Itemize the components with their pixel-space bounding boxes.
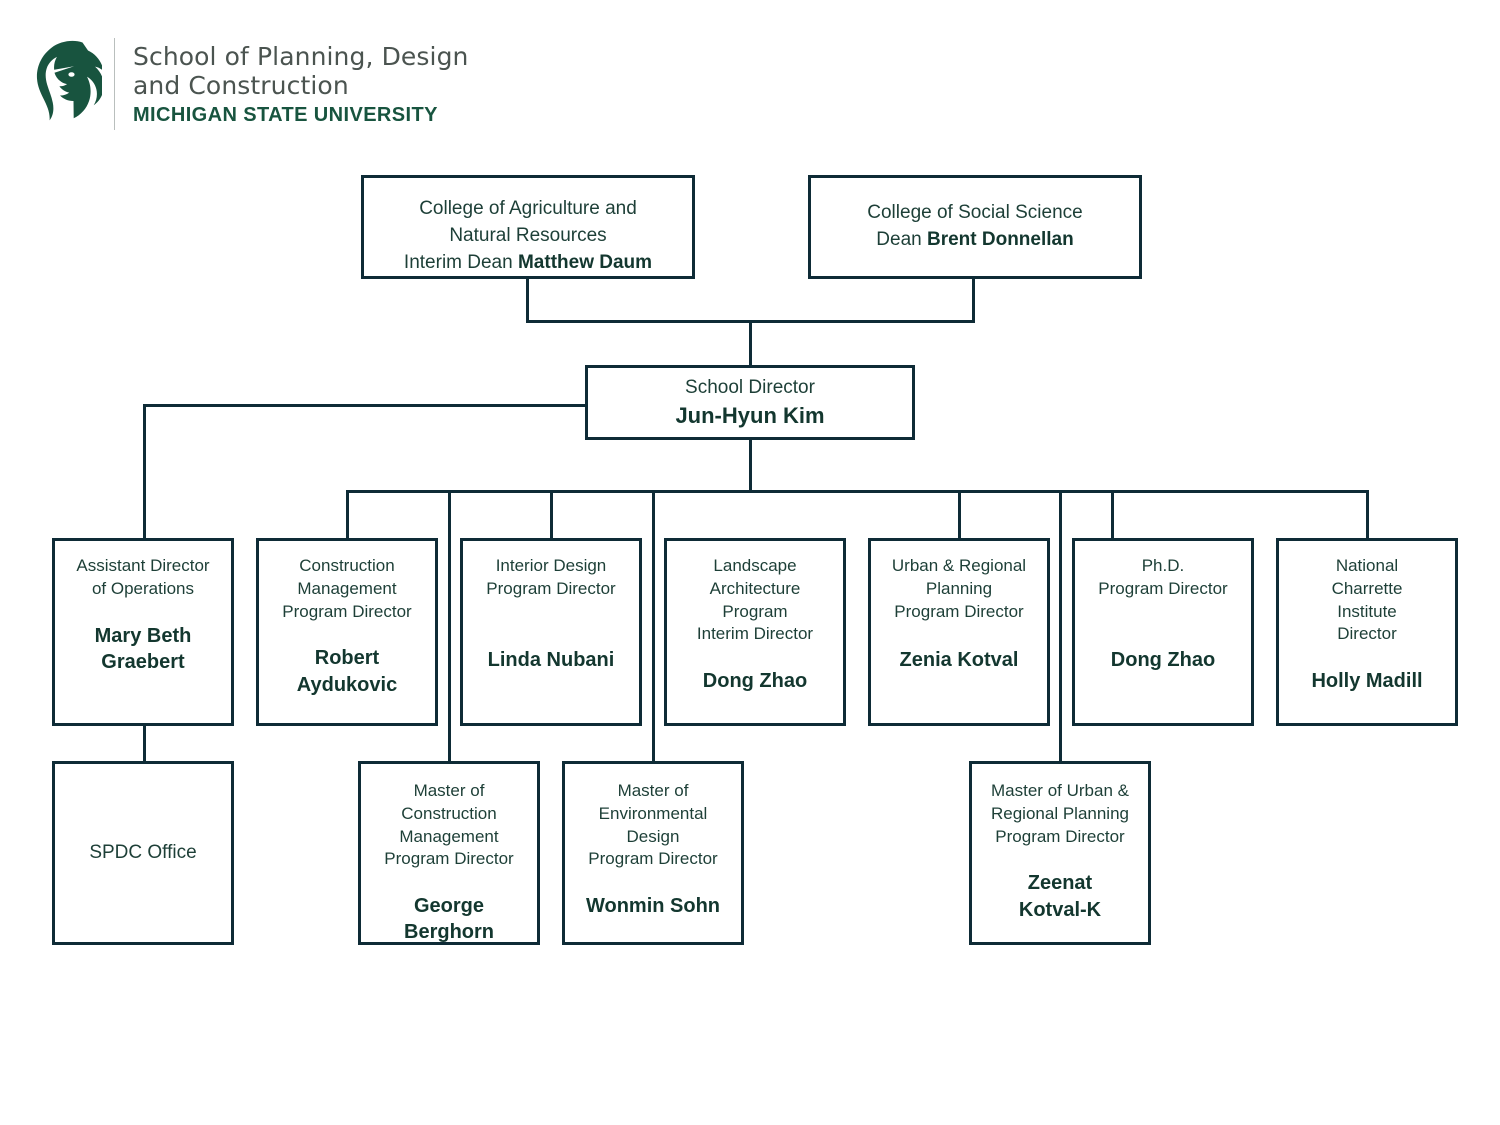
node-title: Master of Environmental Design Program D… bbox=[588, 781, 718, 869]
spartan-helmet-icon bbox=[28, 38, 104, 130]
node-role-prefix: Interim Dean bbox=[403, 251, 513, 273]
edge-drop-construction-mgmt bbox=[346, 490, 349, 538]
msu-spdc-logo: School of Planning, Design and Construct… bbox=[28, 34, 469, 134]
node-title: School Director bbox=[685, 376, 815, 398]
node-master-of-urban-regional-planning-program-director[interactable]: Master of Urban & Regional Planning Prog… bbox=[969, 761, 1151, 945]
node-title: Interior Design Program Director bbox=[486, 556, 616, 598]
node-person-name: Holly Madill bbox=[1311, 670, 1423, 693]
node-title: National Charrette Institute Director bbox=[1331, 556, 1403, 644]
edge-assistant-director-drop bbox=[143, 404, 146, 538]
node-title: Landscape Architecture Program Interim D… bbox=[696, 556, 814, 644]
logo-line-2: and Construction bbox=[133, 71, 349, 100]
edge-director-left bbox=[143, 404, 589, 407]
node-person-name: Linda Nubani bbox=[487, 648, 615, 671]
node-title: College of Social Science bbox=[867, 202, 1083, 224]
node-title: SPDC Office bbox=[89, 842, 197, 864]
edge-drop-interior-design bbox=[550, 490, 553, 538]
node-assistant-director-of-operations[interactable]: Assistant Director of Operations Mary Be… bbox=[52, 538, 234, 726]
edge-css-down bbox=[972, 278, 975, 323]
logo-wordmark: School of Planning, Design and Construct… bbox=[133, 42, 469, 127]
node-role-prefix: Dean bbox=[876, 229, 922, 250]
node-person-name: Dong Zhao bbox=[702, 670, 808, 693]
edge-to-director bbox=[749, 320, 752, 365]
node-title: Master of Urban & Regional Planning Prog… bbox=[991, 781, 1129, 846]
edge-drop-urban-regional bbox=[958, 490, 961, 538]
node-urban-regional-planning-program-director[interactable]: Urban & Regional Planning Program Direct… bbox=[868, 538, 1050, 726]
node-title: Urban & Regional Planning Program Direct… bbox=[891, 556, 1027, 621]
node-title: Assistant Director of Operations bbox=[76, 556, 210, 598]
edge-programs-bus bbox=[347, 490, 1369, 493]
logo-university-name: MICHIGAN STATE UNIVERSITY bbox=[133, 103, 438, 126]
node-person-name: Zeenat Kotval-K bbox=[1018, 872, 1102, 921]
node-person-line: Dean Brent Donnellan bbox=[876, 227, 1073, 254]
node-title: Construction Management Program Director bbox=[282, 556, 412, 621]
node-college-agriculture-natural-resources[interactable]: College of Agriculture and Natural Resou… bbox=[361, 175, 695, 279]
node-landscape-architecture-interim-director[interactable]: Landscape Architecture Program Interim D… bbox=[664, 538, 846, 726]
node-person-name: Brent Donnellan bbox=[926, 229, 1074, 250]
edge-drop-master-urban-planning bbox=[1059, 490, 1062, 761]
node-interior-design-program-director[interactable]: Interior Design Program Director Linda N… bbox=[460, 538, 642, 726]
node-college-social-science[interactable]: College of Social Science Dean Brent Don… bbox=[808, 175, 1142, 279]
node-spdc-office[interactable]: SPDC Office bbox=[52, 761, 234, 945]
node-person-name: Matthew Daum bbox=[517, 251, 653, 273]
edge-drop-master-construction bbox=[448, 490, 451, 761]
logo-divider bbox=[114, 38, 115, 130]
edge-assistant-to-spdc bbox=[143, 726, 146, 761]
node-person-name: George Berghorn bbox=[404, 895, 494, 944]
edge-canr-down bbox=[526, 278, 529, 323]
node-person-name: Dong Zhao bbox=[1110, 648, 1216, 671]
node-title: Master of Construction Management Progra… bbox=[384, 781, 514, 869]
node-person-name: Mary Beth Graebert bbox=[94, 624, 192, 673]
node-national-charrette-institute-director[interactable]: National Charrette Institute Director Ho… bbox=[1276, 538, 1458, 726]
edge-drop-phd bbox=[1111, 490, 1114, 538]
node-person-name: Jun-Hyun Kim bbox=[675, 403, 825, 429]
node-phd-program-director[interactable]: Ph.D. Program Director Dong Zhao bbox=[1072, 538, 1254, 726]
node-title: College of Agriculture and Natural Resou… bbox=[419, 198, 637, 246]
node-person-name: Robert Aydukovic bbox=[296, 647, 398, 696]
node-title: Ph.D. Program Director bbox=[1098, 556, 1228, 598]
node-person-name: Wonmin Sohn bbox=[585, 895, 721, 918]
edge-drop-master-env-design bbox=[652, 490, 655, 761]
node-person-line: Interim Dean Matthew Daum bbox=[404, 250, 652, 277]
node-school-director[interactable]: School Director Jun-Hyun Kim bbox=[585, 365, 915, 440]
node-construction-management-program-director[interactable]: Construction Management Program Director… bbox=[256, 538, 438, 726]
node-master-of-construction-management-program-director[interactable]: Master of Construction Management Progra… bbox=[358, 761, 540, 945]
logo-line-1: School of Planning, Design bbox=[133, 41, 469, 71]
node-master-of-environmental-design-program-director[interactable]: Master of Environmental Design Program D… bbox=[562, 761, 744, 945]
edge-director-down bbox=[749, 440, 752, 492]
node-person-name: Zenia Kotval bbox=[899, 649, 1019, 672]
edge-drop-national-charrette bbox=[1366, 490, 1369, 538]
